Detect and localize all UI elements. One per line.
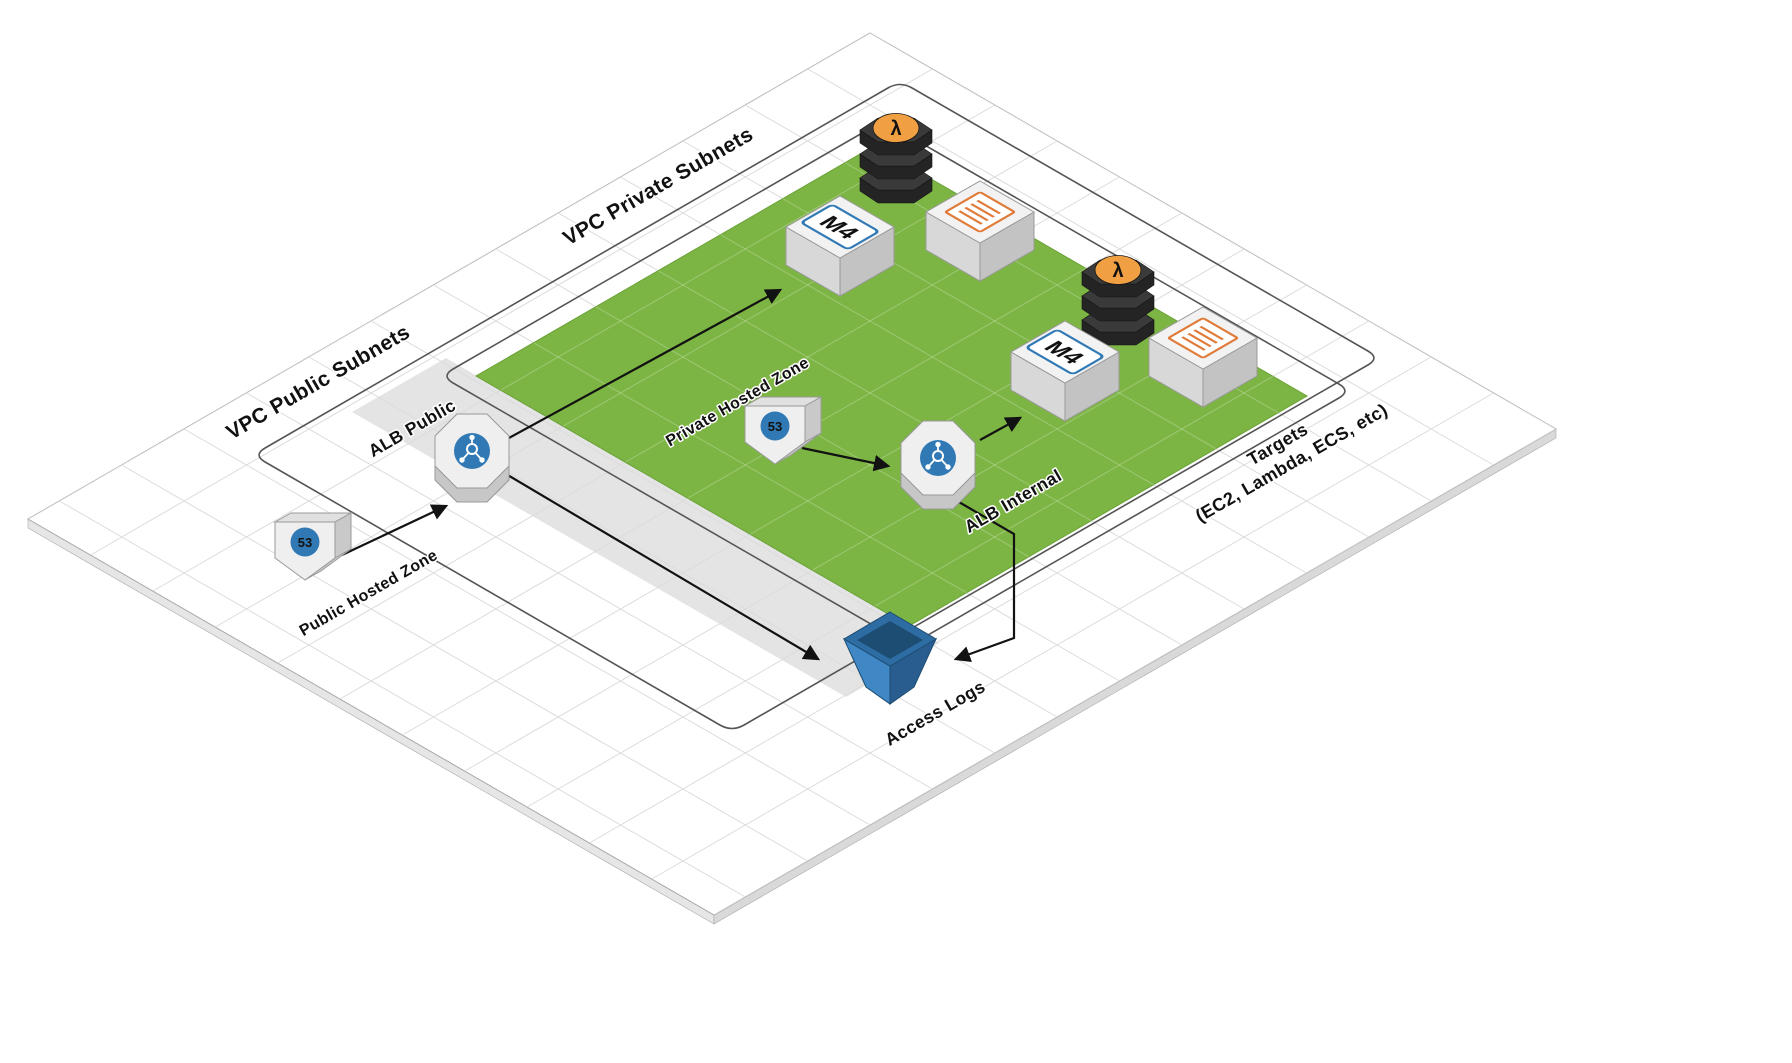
elb-glyph [459, 434, 485, 463]
lambda-badge [872, 113, 920, 143]
elb-glyph [925, 441, 951, 470]
lambda-badge [1094, 255, 1142, 285]
route53-public-icon: 53 [273, 512, 353, 581]
alb-public-icon [434, 413, 510, 503]
bucket-opening [857, 621, 923, 659]
vpc-public-outline [258, 83, 1375, 730]
route53-badge [290, 527, 320, 557]
arrow-alb-internal-to-access-logs [951, 497, 1016, 662]
alb-internal-icon [900, 420, 976, 510]
m4-badge: M4 [801, 204, 879, 250]
ecs-task-icon [924, 180, 1036, 282]
route53-badge-text: 53 [768, 419, 782, 434]
ecs-task-icon [1147, 306, 1259, 408]
ec2-m4-icon: M4 [1009, 320, 1121, 422]
lambda-stack-icon: λ [1081, 255, 1155, 346]
lambda-stack-icon: λ [859, 113, 933, 204]
route53-badge-text: 53 [298, 535, 312, 550]
arrow-alb-public-to-access-logs [505, 473, 821, 661]
arrow-public-hz-to-alb-public [341, 504, 449, 556]
arrow-alb-public-to-targets [497, 288, 783, 445]
lambda-glyph: λ [1112, 260, 1123, 282]
arrow-alb-internal-to-targets [979, 416, 1023, 441]
route53-private-icon: 53 [743, 396, 823, 465]
route53-badge [760, 411, 790, 441]
arrow-private-hz-to-alb-internal [801, 446, 891, 472]
ec2-m4-icon: M4 [784, 195, 896, 297]
s3-bucket-icon [842, 611, 938, 705]
lambda-glyph: λ [890, 118, 901, 140]
task-glyph [1167, 317, 1239, 359]
task-glyph [944, 191, 1016, 233]
